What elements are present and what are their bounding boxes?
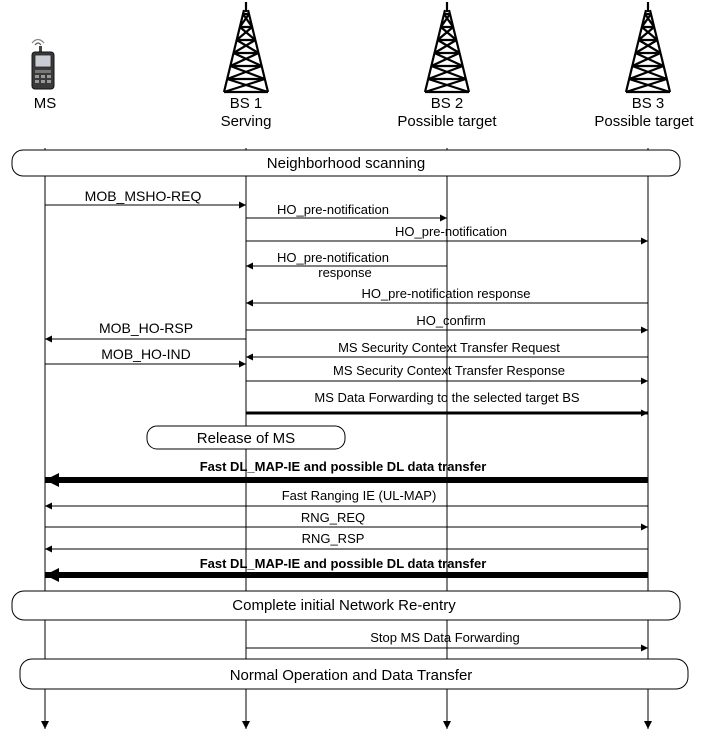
entity-role-bs3: Possible target xyxy=(594,113,694,130)
entity-role-bs2: Possible target xyxy=(397,113,497,130)
message-ho-pre-notification-response-bs3: HO_pre-notification response xyxy=(246,286,648,307)
entity-name-bs2: BS 2 xyxy=(431,95,464,112)
message-ms-data-forwarding: MS Data Forwarding to the selected targe… xyxy=(246,390,648,417)
phase-label: Normal Operation and Data Transfer xyxy=(230,667,473,684)
phase-label: Complete initial Network Re-entry xyxy=(232,597,456,614)
message-label: MOB_HO-RSP xyxy=(99,320,193,336)
message-label: HO_pre-notification xyxy=(395,224,507,239)
message-label: HO_pre-notification response xyxy=(361,286,530,301)
message-label: Fast Ranging IE (UL-MAP) xyxy=(282,488,437,503)
message-stop-ms-data-forwarding: Stop MS Data Forwarding xyxy=(246,630,648,652)
message-label: HO_pre-notification xyxy=(277,250,389,265)
message-label: MOB_MSHO-REQ xyxy=(85,188,202,204)
message-mob-ho-rsp: MOB_HO-RSP xyxy=(45,320,246,343)
message-fast-ranging-ie: Fast Ranging IE (UL-MAP) xyxy=(45,488,648,510)
phase-release-of-ms: Release of MS xyxy=(146,425,346,450)
message-rng-rsp: RNG_RSP xyxy=(45,531,648,553)
message-rng-req: RNG_REQ xyxy=(45,510,648,531)
message-label-line2: response xyxy=(318,265,371,280)
message-label: RNG_RSP xyxy=(302,531,365,546)
message-ms-security-context-response: MS Security Context Transfer Response xyxy=(246,363,648,385)
base-station-towers xyxy=(222,2,672,94)
message-label: MOB_HO-IND xyxy=(101,346,190,362)
message-fast-dl-map-2: Fast DL_MAP-IE and possible DL data tran… xyxy=(45,556,648,582)
message-label: MS Data Forwarding to the selected targe… xyxy=(314,390,580,405)
phase-label: Neighborhood scanning xyxy=(267,155,425,172)
phase-normal-operation: Normal Operation and Data Transfer xyxy=(19,658,689,690)
message-ho-pre-notification-bs2: HO_pre-notification xyxy=(246,202,447,222)
message-label: Stop MS Data Forwarding xyxy=(370,630,520,645)
tower-icon xyxy=(222,2,270,94)
tower-icon xyxy=(423,2,471,94)
message-ms-security-context-request: MS Security Context Transfer Request xyxy=(246,340,648,361)
message-label: HO_confirm xyxy=(416,313,485,328)
message-ho-confirm: HO_confirm xyxy=(246,313,648,334)
message-ho-pre-notification-response-bs2: HO_pre-notification response xyxy=(246,250,447,280)
message-fast-dl-map-1: Fast DL_MAP-IE and possible DL data tran… xyxy=(45,459,648,487)
entity-name-bs1: BS 1 xyxy=(230,95,263,112)
message-ho-pre-notification-bs3: HO_pre-notification xyxy=(246,224,648,245)
message-label: RNG_REQ xyxy=(301,510,365,525)
phase-label: Release of MS xyxy=(197,430,295,447)
phase-complete-initial-network-re-entry: Complete initial Network Re-entry xyxy=(11,590,681,621)
mobile-phone-icon xyxy=(31,38,55,90)
entity-role-bs1: Serving xyxy=(221,113,272,130)
entity-name-ms: MS xyxy=(34,95,57,112)
message-label: Fast DL_MAP-IE and possible DL data tran… xyxy=(200,556,487,571)
lifelines xyxy=(41,148,652,729)
message-mob-mshoreq: MOB_MSHO-REQ xyxy=(45,188,246,209)
entity-name-bs3: BS 3 xyxy=(632,95,665,112)
message-label: MS Security Context Transfer Request xyxy=(338,340,560,355)
message-mob-ho-ind: MOB_HO-IND xyxy=(45,346,246,368)
message-label: MS Security Context Transfer Response xyxy=(333,363,565,378)
message-label: Fast DL_MAP-IE and possible DL data tran… xyxy=(200,459,487,474)
phase-neighborhood-scanning: Neighborhood scanning xyxy=(11,149,681,177)
tower-icon xyxy=(624,2,672,94)
message-label: HO_pre-notification xyxy=(277,202,389,217)
